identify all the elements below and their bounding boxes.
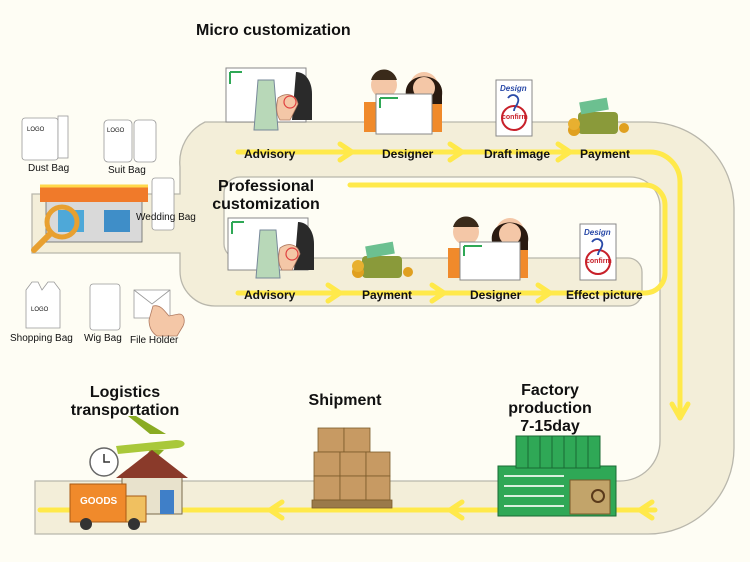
draft-image-card	[495, 79, 533, 137]
factory-line-1: Factory	[521, 382, 579, 399]
micro-step-advisory: Advisory	[244, 147, 296, 161]
factory-production-title: Factory production 7-15day	[490, 382, 610, 436]
pro-step-effect-picture: Effect picture	[566, 288, 643, 302]
logistics-transportation-title: Logistics transportation	[50, 384, 200, 420]
shipment-text: Shipment	[308, 392, 382, 409]
wig-bag-label: Wig Bag	[84, 333, 122, 344]
advisory-professional-illustration	[227, 217, 314, 279]
factory-line-2: production	[508, 400, 592, 417]
flow-arrowheads	[267, 141, 691, 521]
designer-micro-illustration	[364, 69, 443, 135]
logo-text: LOGO	[107, 128, 125, 134]
shipment-boxes	[311, 427, 393, 509]
dust-bag-label: Dust Bag	[28, 163, 70, 174]
factory-line-3: 7-15day	[520, 418, 580, 435]
track-band	[31, 121, 735, 535]
advisory-micro-illustration	[225, 67, 312, 131]
pro-step-payment: Payment	[362, 288, 413, 302]
effect-card-title: Design	[584, 228, 611, 237]
truck-goods-text: GOODS	[80, 496, 118, 507]
clock-icon	[89, 447, 119, 477]
professional-customization-title: Professional customization	[196, 178, 336, 214]
designer-professional-illustration	[448, 216, 529, 281]
micro-step-payment: Payment	[580, 147, 631, 161]
pro-step-advisory: Advisory	[244, 288, 296, 302]
logo-text: LOGO	[31, 307, 49, 313]
micro-customization-text: Micro customization	[196, 22, 351, 39]
wedding-bag-label: Wedding Bag	[136, 212, 196, 223]
bag-illustrations	[21, 115, 175, 331]
money-stack-icon	[568, 97, 629, 136]
factory-illustration	[497, 435, 617, 517]
pro-step-designer: Designer	[470, 288, 522, 302]
professional-customization-text: Professional customization	[212, 178, 320, 213]
money-stack-icon-2	[352, 241, 413, 278]
effect-picture-card	[579, 223, 617, 281]
file-holder-label: File Holder	[130, 335, 179, 346]
draft-card-stamp: confirm	[502, 114, 528, 121]
effect-card-stamp: confirm	[586, 258, 612, 265]
micro-step-draft-image: Draft image	[484, 147, 551, 161]
micro-customization-title: Micro customization	[196, 22, 351, 40]
logistics-transportation-text: Logistics transportation	[70, 384, 180, 419]
hand-pointer-icon	[148, 305, 185, 337]
shopping-bag-label: Shopping Bag	[10, 333, 73, 344]
shipment-title: Shipment	[300, 392, 390, 410]
magnifier-icon	[31, 204, 80, 253]
truck-icon	[69, 483, 147, 530]
draft-card-title: Design	[500, 84, 527, 93]
micro-step-designer: Designer	[382, 147, 434, 161]
logo-text: LOGO	[27, 127, 45, 133]
suit-bag-label: Suit Bag	[108, 165, 146, 176]
